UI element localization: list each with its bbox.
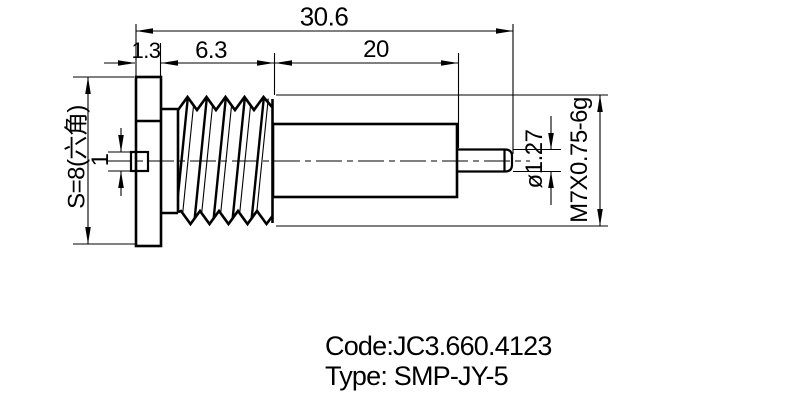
footer-code: Code:JC3.660.4123 xyxy=(325,331,552,361)
neck xyxy=(161,107,178,215)
right-center-pin xyxy=(457,148,514,173)
dimension-arrows xyxy=(85,28,603,244)
extension-lines xyxy=(73,24,608,245)
dim-pin-diameter: ø1.27 xyxy=(521,129,548,189)
dim-body-length: 20 xyxy=(363,36,389,63)
dim-flange-thickness: 1.3 xyxy=(131,38,161,63)
dim-hex-across-flats: S=8(六角) xyxy=(63,105,91,209)
dim-overall-length: 30.6 xyxy=(299,1,349,32)
dim-thread-length: 6.3 xyxy=(195,37,227,64)
dim-thread-spec: M7X0.75-6g xyxy=(566,97,593,223)
footer-type: Type: SMP-JY-5 xyxy=(325,361,509,391)
